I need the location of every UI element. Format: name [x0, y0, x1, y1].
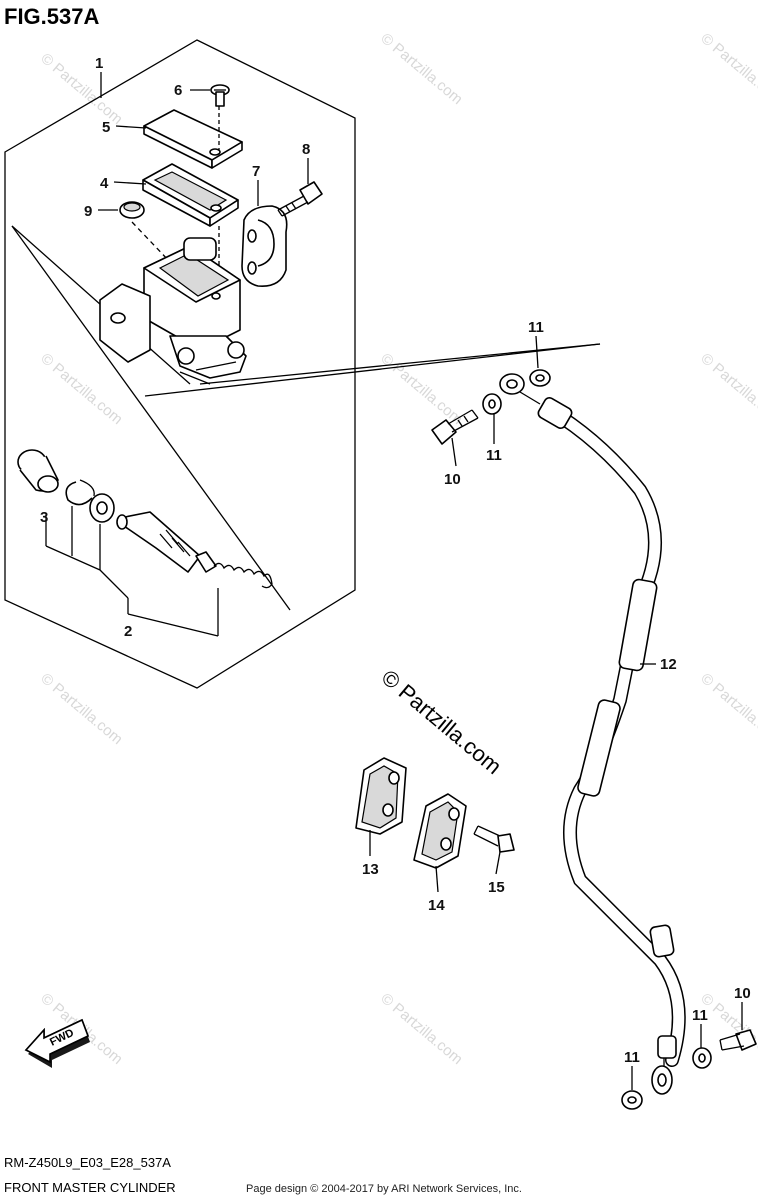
- watermark-text: © Partzilla.com: [697, 670, 758, 748]
- callout-7: 7: [252, 163, 260, 180]
- assembly-outline: [4, 39, 356, 689]
- part-11-washer[interactable]: [692, 1047, 712, 1069]
- watermark-center: © Partzilla.com: [377, 665, 507, 779]
- footer-copyright: Page design © 2004-2017 by ARI Network S…: [246, 1183, 522, 1195]
- callout-11: 11: [528, 319, 544, 336]
- part-13-hose-clamp[interactable]: [355, 757, 407, 835]
- master-cylinder-body[interactable]: [99, 237, 247, 379]
- part-7-clamp[interactable]: [241, 205, 288, 287]
- banjo-fitting-bottom[interactable]: [651, 1058, 673, 1095]
- part-11-washer[interactable]: [621, 1090, 643, 1110]
- callout-2: 2: [124, 623, 132, 640]
- part-10-union-bolt[interactable]: [719, 1029, 757, 1051]
- part-2-piston-assembly[interactable]: [116, 511, 273, 589]
- figure-title: FIG.537A: [4, 4, 99, 29]
- callout-9: 9: [84, 203, 92, 220]
- callout-10: 10: [734, 985, 751, 1002]
- watermark-text: © Partzilla.com: [377, 990, 465, 1068]
- callout-12: 12: [660, 656, 677, 673]
- part-9-float[interactable]: [119, 201, 145, 219]
- callout-bracket: [45, 506, 219, 637]
- banjo-fitting-top[interactable]: [499, 373, 541, 405]
- part-3-circlip[interactable]: [65, 479, 95, 506]
- callout-5: 5: [102, 119, 110, 136]
- part-14-hose-clamp[interactable]: [413, 793, 467, 869]
- callout-11: 11: [624, 1049, 640, 1066]
- part-4-diaphragm[interactable]: [142, 163, 239, 227]
- watermark-text: © Partzilla.com: [697, 30, 758, 108]
- callout-3: 3: [40, 509, 48, 526]
- watermark-text: © Partzilla.com: [37, 670, 125, 748]
- callout-11: 11: [692, 1007, 708, 1024]
- watermark-text: © Partzilla.com: [37, 350, 125, 428]
- callout-13: 13: [362, 861, 379, 878]
- part-15-bolt[interactable]: [473, 825, 515, 853]
- reference-lines: [11, 225, 601, 611]
- callout-15: 15: [488, 879, 505, 896]
- assembly-line: [131, 221, 171, 263]
- part-3-boot[interactable]: [17, 449, 59, 493]
- part-12-brake-hose[interactable]: [537, 396, 686, 1067]
- footer-section-name: FRONT MASTER CYLINDER: [4, 1180, 176, 1195]
- callout-labels: 1 2 3 4 5 6 7 8 9 10 10 11 11 11 11 12 1…: [40, 55, 751, 1066]
- part-11-washer[interactable]: [482, 393, 502, 415]
- leader-lines: [45, 72, 743, 1090]
- watermark-text: © Partzilla.com: [377, 30, 465, 108]
- callout-6: 6: [174, 82, 182, 99]
- part-8-bolt[interactable]: [277, 181, 323, 217]
- watermark-text: © Partzilla.com: [697, 350, 758, 428]
- callout-8: 8: [302, 141, 310, 158]
- callout-4: 4: [100, 175, 109, 192]
- footer-model-code: RM-Z450L9_E03_E28_537A: [4, 1155, 171, 1170]
- callout-11: 11: [486, 447, 502, 464]
- callout-10: 10: [444, 471, 461, 488]
- part-3-washer[interactable]: [89, 493, 115, 523]
- callout-1: 1: [95, 55, 103, 72]
- part-10-union-bolt[interactable]: [431, 409, 479, 445]
- part-11-washer[interactable]: [529, 369, 551, 387]
- part-6-screw[interactable]: [210, 84, 230, 107]
- part-5-reservoir-cap[interactable]: [143, 109, 243, 169]
- callout-14: 14: [428, 897, 445, 914]
- fwd-arrow: FWD: [24, 1018, 90, 1068]
